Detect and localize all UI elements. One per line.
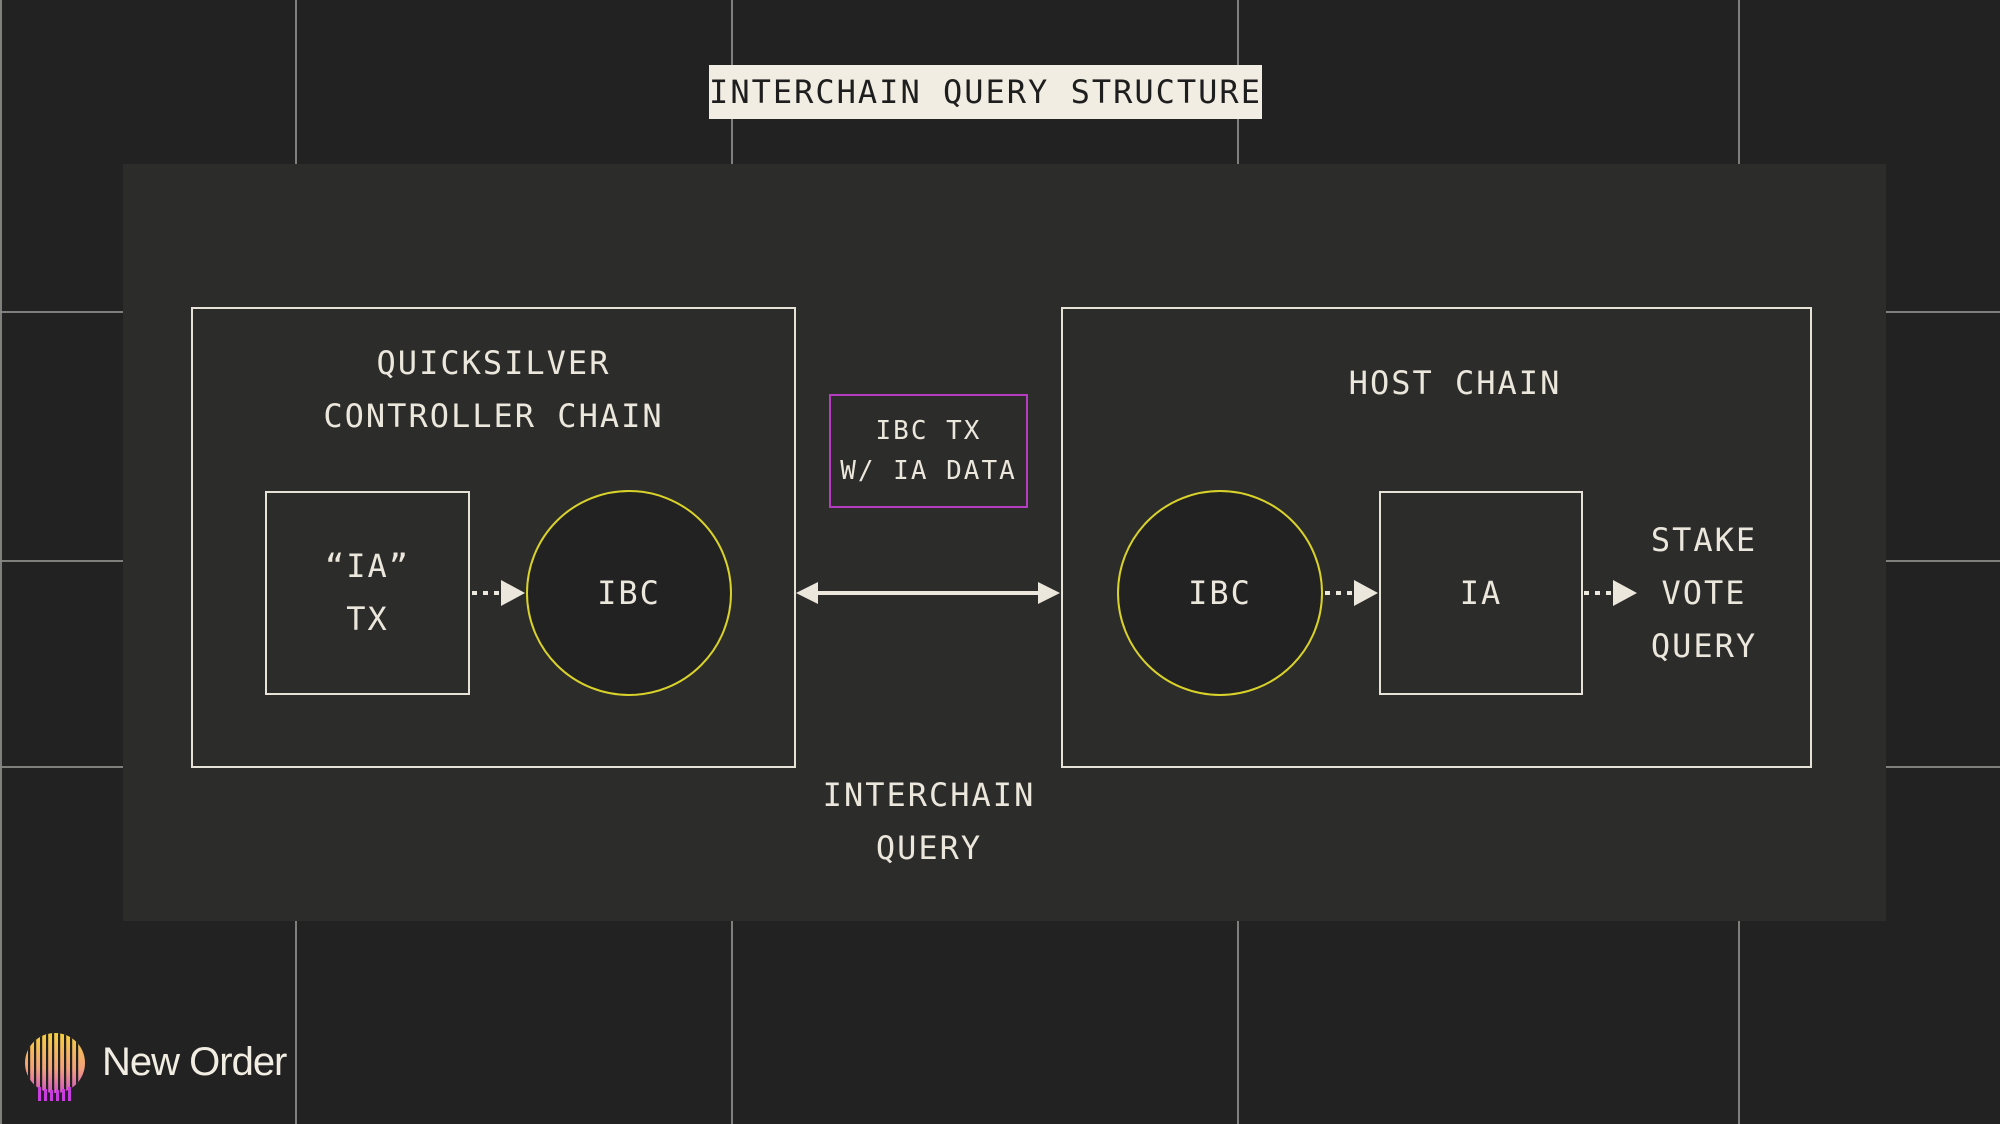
host-chain-box <box>1061 307 1812 768</box>
ia-label: IA <box>1459 573 1503 612</box>
diagram-panel <box>123 164 1886 921</box>
ibc-packet-box: IBC TX W/ IA DATA <box>829 394 1028 508</box>
ia-box: IA <box>1379 491 1583 695</box>
action-query: QUERY <box>1650 627 1758 665</box>
grid-line <box>0 0 2 1124</box>
controller-chain-title-line1: QUICKSILVER <box>376 344 611 382</box>
bidirectional-arrow-interchain <box>796 582 1060 604</box>
host-ibc-circle: IBC <box>1117 490 1323 696</box>
ibc-packet-line1: IBC TX <box>875 416 982 446</box>
ia-tx-line1: “IA” <box>324 547 411 585</box>
ibc-packet-line2: W/ IA DATA <box>840 456 1017 486</box>
host-actions-list: STAKE VOTE QUERY <box>1624 514 1784 673</box>
controller-ibc-circle: IBC <box>526 490 732 696</box>
brand-name: New Order <box>102 1040 287 1084</box>
interchain-query-caption-line1: INTERCHAIN <box>822 776 1036 814</box>
interchain-query-caption: INTERCHAIN QUERY <box>800 769 1058 875</box>
dotted-arrow-ibc-to-ia <box>1325 580 1378 606</box>
host-ibc-label: IBC <box>1188 574 1252 612</box>
action-stake: STAKE <box>1650 521 1758 559</box>
interchain-query-caption-line2: QUERY <box>875 829 983 867</box>
controller-chain-title-line2: CONTROLLER CHAIN <box>323 397 664 435</box>
controller-ibc-label: IBC <box>597 574 661 612</box>
controller-chain-title: QUICKSILVER CONTROLLER CHAIN <box>191 337 796 443</box>
new-order-logo-icon <box>25 1033 85 1101</box>
ia-tx-line2: TX <box>346 600 389 638</box>
dotted-arrow-tx-to-ibc <box>472 580 525 606</box>
ia-tx-box: “IA” TX <box>265 491 470 695</box>
host-chain-title: HOST CHAIN <box>1348 364 1562 402</box>
action-vote: VOTE <box>1661 574 1747 612</box>
diagram-title: INTERCHAIN QUERY STRUCTURE <box>709 65 1262 119</box>
dotted-arrow-ia-to-actions <box>1584 580 1637 606</box>
controller-chain-box <box>191 307 796 768</box>
